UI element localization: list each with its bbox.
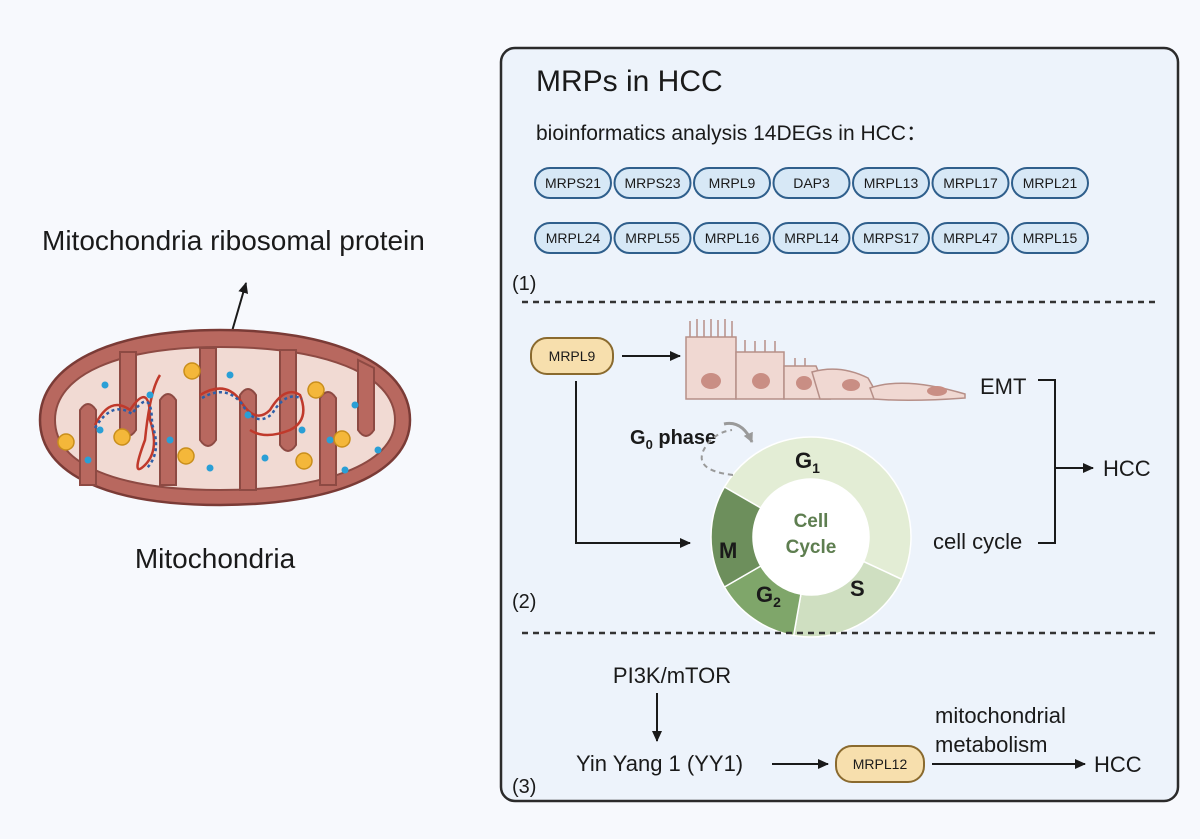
gene-pill-shape	[1011, 222, 1089, 254]
gene-pill-label: DAP3	[793, 175, 830, 191]
gene-pill-label: MRPS21	[545, 175, 601, 191]
mrpl12-pill	[835, 745, 925, 783]
gene-pill-shape	[852, 167, 930, 199]
gene-pill: MRPL17	[931, 167, 1010, 199]
section-1-tag: (1)	[512, 273, 536, 295]
mitochondria-label: Mitochondria	[135, 543, 296, 574]
gene-pill-shape	[772, 222, 851, 254]
granules	[57, 362, 351, 470]
g0-phase-label: G0 phase	[630, 427, 716, 452]
gene-pill: MRPS21	[534, 167, 612, 199]
g0-return-arrow	[723, 421, 754, 443]
gene-pill-label: MRPS23	[624, 175, 680, 191]
cell-cycle-center-line2: Cycle	[786, 537, 837, 558]
ribosomes	[84, 371, 382, 474]
panel-title: MRPs in HCC	[536, 65, 723, 98]
g1-phase-label: G1	[795, 448, 820, 476]
section-3-tag: (3)	[512, 776, 536, 798]
gene-pill-shape	[852, 222, 930, 254]
gene-pill-label: MRPL21	[1023, 175, 1078, 191]
gene-row-1: MRPS21 MRPS23 MRPL9 DAP3 MRPL13 MRPL17 MRPL21	[534, 167, 1089, 199]
mrpl9-to-cell-cycle-arrow	[575, 381, 691, 548]
mrps-panel	[499, 46, 1180, 803]
gene-row-2: MRPL24 MRPL55 MRPL16 MRPL14 MRPS17 MRPL47 MRPL…	[534, 222, 1089, 254]
g0-dashed-exit	[700, 429, 734, 476]
pi3k-mtor-label: PI3K/mTOR	[613, 663, 731, 688]
gene-pill: MRPL24	[534, 222, 612, 254]
gene-pill: MRPL13	[852, 167, 930, 199]
mrpl9-label: MRPL9	[549, 348, 596, 364]
s-phase-label: S	[850, 576, 865, 601]
cell-cycle-label: cell cycle	[933, 529, 1022, 554]
gene-pill: MRPL55	[613, 222, 692, 254]
mrpl9-pill	[530, 337, 614, 375]
emt-label: EMT	[980, 374, 1026, 399]
gene-pill-shape	[772, 167, 851, 199]
mitochondrial-dna	[93, 374, 305, 471]
gene-pill-shape	[1011, 167, 1089, 199]
mito-metabolism-line1: mitochondrial	[935, 703, 1066, 728]
gene-pill: MRPS17	[852, 222, 930, 254]
gene-pill-label: MRPL15	[1023, 230, 1078, 246]
gene-pill-shape	[613, 167, 692, 199]
gene-pill: MRPL21	[1011, 167, 1089, 199]
mitochondria-ribosomal-protein-label: Mitochondria ribosomal protein	[42, 225, 425, 256]
mito-metabolism-line2: metabolism	[935, 732, 1047, 757]
gene-pill: MRPL16	[693, 222, 771, 254]
gene-pill-label: MRPL9	[709, 175, 756, 191]
mrpl12-label: MRPL12	[853, 756, 908, 772]
cell-cycle-center	[753, 479, 869, 595]
section-2-hcc-label: HCC	[1103, 456, 1151, 481]
gene-pill-shape	[931, 167, 1010, 199]
gene-pill: MRPL9	[693, 167, 771, 199]
gene-pill-label: MRPL55	[625, 230, 680, 246]
cell-cycle-center-line1: Cell	[794, 511, 829, 532]
gene-pill: MRPL15	[1011, 222, 1089, 254]
gene-pill: DAP3	[772, 167, 851, 199]
gene-pill-shape	[693, 222, 771, 254]
yy1-label: Yin Yang 1 (YY1)	[576, 751, 743, 776]
gene-pill-label: MRPL14	[784, 230, 839, 246]
gene-pill-label: MRPS17	[863, 230, 919, 246]
gene-pill-shape	[613, 222, 692, 254]
section-3-hcc-label: HCC	[1094, 752, 1142, 777]
m-phase-label: M	[719, 538, 737, 563]
cell-cycle-ring	[710, 436, 912, 638]
epithelial-mesenchymal-cells-illustration	[685, 319, 966, 402]
gene-pill-label: MRPL24	[546, 230, 601, 246]
gene-pill-label: MRPL13	[864, 175, 919, 191]
emt-cellcycle-bracket	[1038, 379, 1056, 544]
gene-pill-shape	[693, 167, 771, 199]
gene-pill-shape	[534, 167, 612, 199]
gene-pill-shape	[534, 222, 612, 254]
section-2-tag: (2)	[512, 591, 536, 613]
gene-pill-label: MRPL47	[943, 230, 998, 246]
gene-pill-label: MRPL16	[705, 230, 760, 246]
panel-subtitle: bioinformatics analysis 14DEGs in HCC：	[536, 122, 927, 145]
gene-pill-shape	[931, 222, 1010, 254]
gene-pill: MRPL14	[772, 222, 851, 254]
mitochondrion-illustration	[38, 328, 412, 507]
gene-pill: MRPL47	[931, 222, 1010, 254]
gene-pill-label: MRPL17	[943, 175, 998, 191]
g2-phase-label: G2	[756, 582, 781, 610]
gene-pill: MRPS23	[613, 167, 692, 199]
